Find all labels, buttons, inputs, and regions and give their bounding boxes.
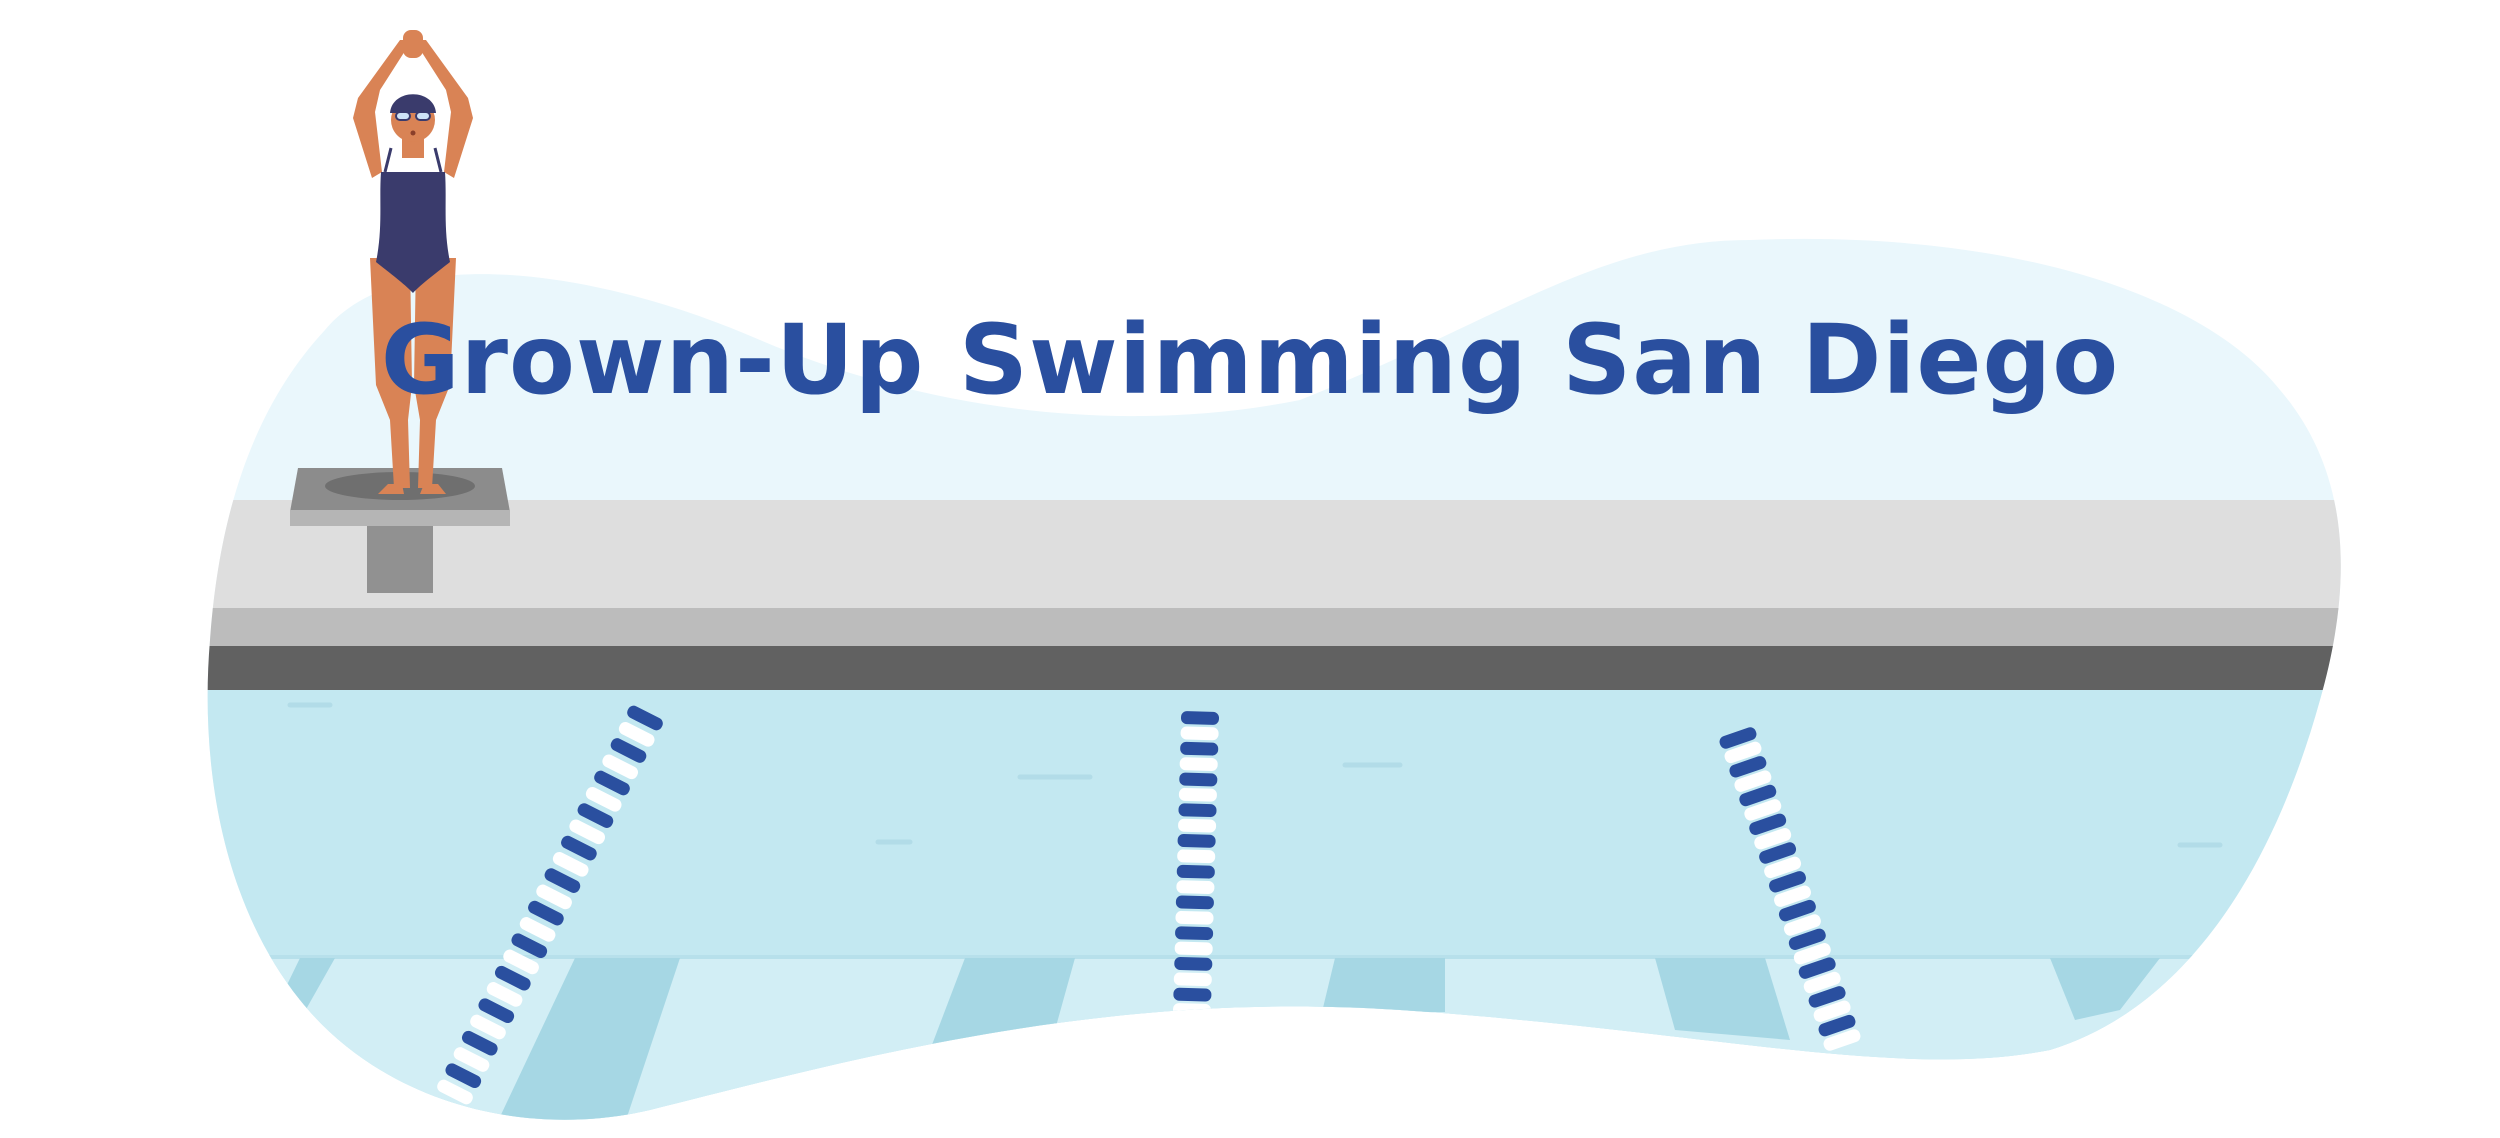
lane-rope-float xyxy=(610,738,647,763)
lane-rope-float xyxy=(1179,772,1218,787)
water-ripples xyxy=(287,702,2223,848)
lane-rope-float xyxy=(1734,770,1772,792)
swimmer-illustration xyxy=(353,30,473,494)
lane-rope-float xyxy=(1813,1000,1851,1022)
lane-rope-float xyxy=(494,965,531,991)
lane-rope-float xyxy=(1178,818,1217,833)
lane-rope-float xyxy=(1803,971,1841,994)
lane-rope-float xyxy=(577,803,614,828)
lane-rope-float xyxy=(1180,711,1220,725)
lane-rope-float xyxy=(1176,880,1215,894)
lane-rope-float xyxy=(618,721,655,747)
lane-rope-float xyxy=(1178,787,1217,802)
lane-rope-float xyxy=(437,1079,473,1105)
pool-gutter xyxy=(207,646,2341,690)
lane-rope-float xyxy=(1818,1014,1856,1037)
lane-rope-float xyxy=(602,754,639,780)
lane-rope-float xyxy=(1793,942,1831,965)
lane-rope-float xyxy=(1749,813,1787,836)
lane-rope-float xyxy=(1176,864,1215,879)
lane-rope-float xyxy=(453,1047,490,1072)
lane-rope-float xyxy=(1729,756,1767,778)
lane-rope-float xyxy=(585,786,622,812)
lane-rope-float xyxy=(461,1030,498,1056)
page-title: Grown-Up Swimming San Diego xyxy=(380,304,2120,416)
lane-rope-float xyxy=(511,933,548,959)
lane-rope-float xyxy=(1769,871,1806,893)
lane-rope-float xyxy=(1180,726,1219,741)
lane-rope-float xyxy=(528,900,564,926)
lane-rope-float xyxy=(1174,941,1213,956)
lane-rope-float xyxy=(1174,957,1213,971)
pool-deck xyxy=(207,500,2341,610)
lane-rope-float xyxy=(519,917,556,942)
lane-rope-float xyxy=(1754,827,1792,850)
lane-rope-float xyxy=(1808,986,1846,1008)
lane-rope-float xyxy=(536,884,572,910)
lane-rope-float xyxy=(1783,914,1821,936)
lane-ropes xyxy=(437,705,1861,1105)
lane-rope-float xyxy=(561,835,597,861)
deck-edge xyxy=(207,608,2341,648)
lane-rope-float xyxy=(1177,849,1216,864)
lane-rope-float xyxy=(486,982,523,1007)
lane-rope-float xyxy=(1178,803,1217,818)
lane-rope-float xyxy=(1173,987,1212,1002)
lane-rope-float xyxy=(478,998,515,1024)
lane-rope-float xyxy=(1798,957,1836,979)
lane-rope-float xyxy=(1173,972,1212,987)
lane-rope-float xyxy=(594,770,630,796)
lane-rope-float xyxy=(503,949,539,975)
lane-rope-float xyxy=(1774,885,1811,907)
lane-rope-float xyxy=(1764,856,1802,879)
lane-rope-float xyxy=(1175,910,1214,925)
lane-rope-float xyxy=(1175,926,1214,941)
lane-rope-float xyxy=(1744,799,1782,821)
lane-rope-float xyxy=(1177,834,1216,848)
lane-rope-float xyxy=(1175,895,1214,910)
lane-rope-float xyxy=(627,705,663,731)
lane-rope-float xyxy=(1788,928,1826,951)
lane-rope-float xyxy=(1172,1003,1212,1017)
lane-rope-float xyxy=(1180,741,1219,756)
lane-rope-float xyxy=(544,868,581,893)
lane-rope-float xyxy=(1739,784,1777,807)
lane-rope-float xyxy=(1759,842,1797,864)
lane-rope-float xyxy=(1724,741,1762,764)
lane-rope-float xyxy=(1823,1029,1861,1051)
lane-rope-float xyxy=(1179,757,1218,771)
lane-rope-float xyxy=(552,851,589,877)
lane-rope-float xyxy=(569,819,606,845)
lane-rope-float xyxy=(470,1014,506,1040)
pool-water xyxy=(207,690,2341,1120)
lane-rope-float xyxy=(445,1063,482,1089)
lane-rope-float xyxy=(1719,727,1757,749)
lane-rope-float xyxy=(1778,899,1816,922)
